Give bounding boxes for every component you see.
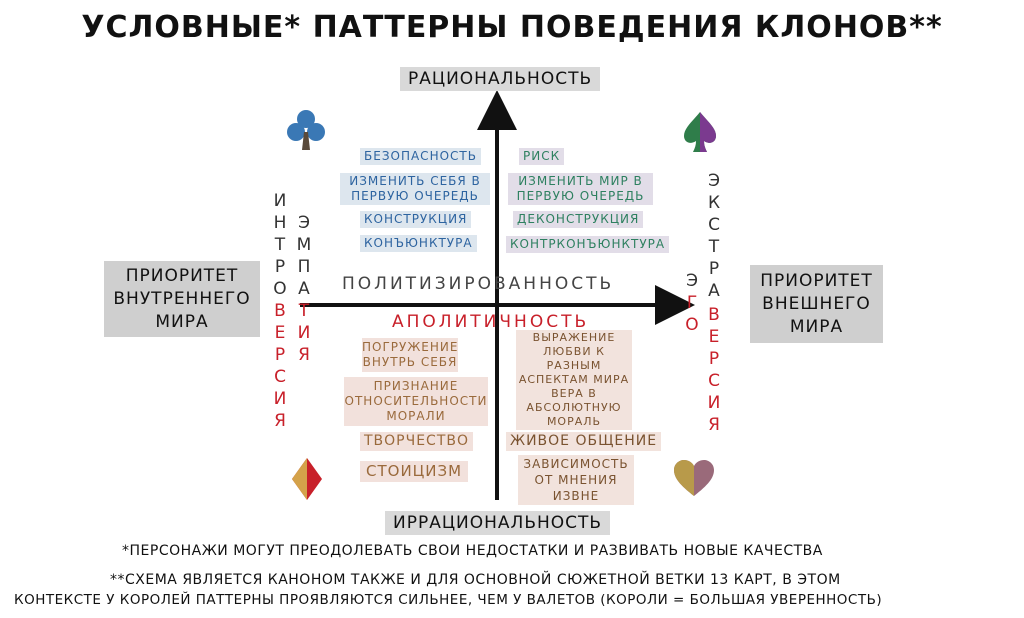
tag-creativity: ТВОРЧЕСТВО: [360, 432, 474, 451]
tag-stoicism: СТОИЦИЗМ: [360, 461, 469, 482]
footnote-1: *ПЕРСОНАЖИ МОГУТ ПРЕОДОЛЕВАТЬ СВОИ НЕДОС…: [122, 543, 823, 559]
left-priority-label: ПРИОРИТЕТ ВНУТРЕННЕГО МИРА: [113, 265, 251, 332]
tag-live-communication: ЖИВОЕ ОБЩЕНИЕ: [506, 432, 662, 451]
tag-change-self: ИЗМЕНИТЬ СЕБЯ В ПЕРВУЮ ОЧЕРЕДЬ: [340, 173, 490, 205]
club-icon: [287, 110, 325, 150]
empathy-top: ЭМПА: [296, 213, 312, 299]
tag-immersion: ПОГРУЖЕНИЕ ВНУТРЬ СЕБЯ: [362, 338, 458, 372]
tag-conjuncture: КОНЪЮНКТУРА: [360, 235, 477, 252]
tag-safety: БЕЗОПАСНОСТЬ: [360, 148, 481, 165]
spade-icon: [684, 112, 716, 152]
introversion-bottom: ВЕРСИЯ: [273, 301, 287, 431]
diagram-title: УСЛОВНЫЕ* ПАТТЕРНЫ ПОВЕДЕНИЯ КЛОНОВ**: [81, 10, 943, 45]
extraversion-top: ЭКСТРА: [707, 171, 721, 301]
apolitical-label: АПОЛИТИЧНОСТЬ: [392, 312, 590, 332]
heart-icon: [674, 460, 714, 496]
axis-label-bottom: ИРРАЦИОНАЛЬНОСТЬ: [385, 511, 611, 535]
empathy-bottom: ТИЯ: [297, 301, 311, 365]
tag-risk: РИСК: [519, 148, 565, 165]
tag-change-world: ИЗМЕНИТЬ МИР В ПЕРВУЮ ОЧЕРЕДЬ: [508, 173, 653, 205]
footnote-2-line2: КОНТЕКСТЕ У КОРОЛЕЙ ПАТТЕРНЫ ПРОЯВЛЯЮТСЯ…: [14, 592, 883, 608]
right-priority-box: ПРИОРИТЕТ ВНЕШНЕГО МИРА: [750, 265, 883, 343]
tag-counter-conjuncture: КОНТРКОНЪЮНКТУРА: [506, 236, 670, 253]
extraversion-bottom: ВЕРСИЯ: [707, 305, 721, 435]
tag-relativity: ПРИЗНАНИЕ ОТНОСИТЕЛЬНОСТИ МОРАЛИ: [344, 377, 488, 426]
politicization-label: ПОЛИТИЗИРОВАННОСТЬ: [342, 274, 615, 294]
right-priority-label: ПРИОРИТЕТ ВНЕШНЕГО МИРА: [760, 270, 873, 337]
footnote-2-line1: **СХЕМА ЯВЛЯЕТСЯ КАНОНОМ ТАКЖЕ И ДЛЯ ОСН…: [110, 572, 841, 588]
left-priority-box: ПРИОРИТЕТ ВНУТРЕННЕГО МИРА: [104, 261, 260, 337]
tag-dependence: ЗАВИСИМОСТЬ ОТ МНЕНИЯ ИЗВНЕ: [518, 455, 634, 505]
axis-label-top: РАЦИОНАЛЬНОСТЬ: [400, 67, 601, 91]
tag-absolute-morality: ВЕРА В АБСОЛЮТНУЮ МОРАЛЬ: [516, 386, 632, 430]
tag-deconstruction: ДЕКОНСТРУКЦИЯ: [513, 211, 644, 228]
introversion-top: ИНТРО: [273, 191, 287, 299]
diamond-icon: [292, 458, 322, 500]
tag-construction: КОНСТРУКЦИЯ: [360, 211, 472, 228]
